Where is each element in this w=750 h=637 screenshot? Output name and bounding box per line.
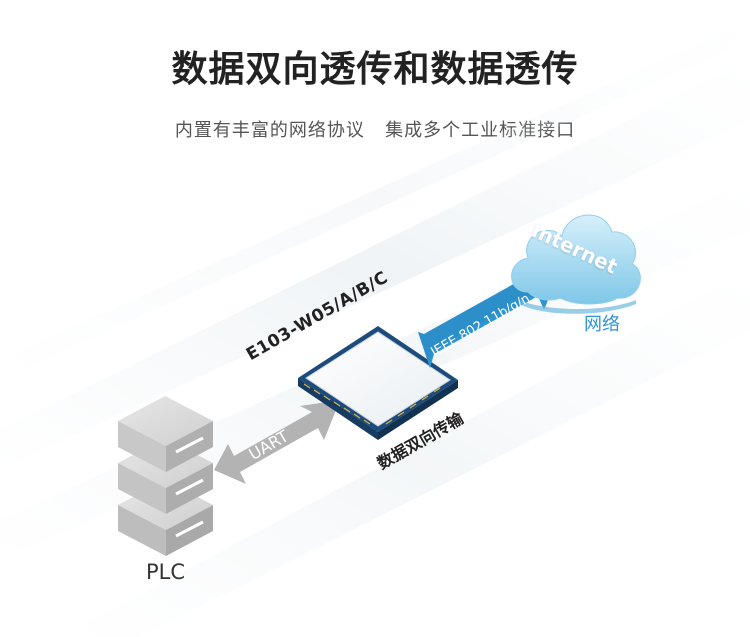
- cloud-icon: [511, 214, 641, 314]
- wifi-arrow: [418, 268, 560, 368]
- uart-arrow: [214, 400, 340, 484]
- plc-label: PLC: [146, 560, 186, 584]
- network-label: 网络: [584, 314, 620, 335]
- plc-server-stack: [118, 396, 213, 556]
- module-chip: [298, 326, 458, 440]
- server-unit-top: [118, 396, 213, 472]
- page-title: 数据双向透传和数据透传: [171, 49, 579, 90]
